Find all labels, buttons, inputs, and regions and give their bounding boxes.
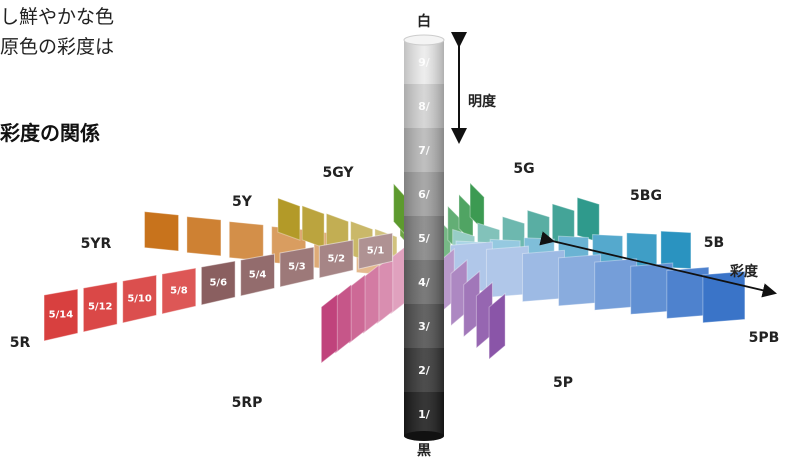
color-chip — [122, 274, 157, 324]
chip-label: 5/10 — [127, 294, 152, 305]
color-chip — [240, 253, 275, 297]
color-chip — [200, 260, 236, 306]
hue-label-5y: 5Y — [232, 194, 253, 210]
color-chip — [660, 230, 692, 270]
color-chip — [144, 211, 180, 252]
color-chip — [43, 288, 79, 342]
color-chip — [279, 246, 315, 288]
color-chip — [358, 232, 393, 270]
cylinder-top — [403, 34, 445, 46]
chip-label: 5/6 — [209, 278, 227, 289]
chip-label: 5/2 — [327, 254, 345, 265]
color-chip — [320, 293, 338, 364]
cylinder-bottom — [404, 431, 444, 441]
lightness-label: 明度 — [468, 93, 497, 110]
cylinder-shading — [404, 40, 444, 436]
chip-label: 5/14 — [49, 310, 74, 321]
hue-label-5p: 5P — [553, 375, 573, 391]
hue-label-5r: 5R — [10, 335, 31, 351]
chip-label: 5/4 — [249, 270, 267, 281]
hue-label-5gy: 5GY — [322, 165, 354, 181]
section-heading: 彩度の関係 — [0, 121, 100, 145]
white-label: 白 — [417, 13, 431, 30]
chip-label: 5/3 — [288, 262, 306, 273]
color-chip — [228, 221, 264, 262]
saturation-arrow — [539, 231, 778, 298]
description-line-2: 原色の彩度は — [0, 36, 115, 58]
color-chip — [488, 292, 506, 361]
hue-label-5yr: 5YR — [81, 236, 112, 252]
color-chip — [186, 216, 222, 257]
hue-label-5bg: 5BG — [630, 188, 662, 204]
color-chip — [318, 239, 354, 279]
chip-label: 5/8 — [170, 286, 188, 297]
hue-label-5rp: 5RP — [232, 395, 263, 411]
hue-arm-5rp — [320, 244, 408, 364]
color-chip — [161, 267, 197, 315]
chip-label: 5/12 — [88, 302, 113, 313]
saturation-label: 彩度 — [729, 263, 759, 280]
hue-arm-5r: 5/14 5/12 5/10 5/8 5/6 5/4 5/3 5/2 5/1 — [43, 232, 393, 342]
value-axis: 9/8/7/6/5/4/3/2/1/ — [403, 34, 445, 441]
hue-label-5g: 5G — [513, 161, 534, 177]
color-chip — [277, 197, 301, 241]
black-label: 黒 — [417, 443, 431, 457]
hue-label-5pb: 5PB — [749, 330, 780, 346]
chip-label: 5/1 — [367, 246, 385, 257]
color-chip — [301, 205, 325, 249]
hue-label-5b: 5B — [704, 235, 724, 251]
color-chip — [82, 281, 118, 333]
description-line-1: し鮮やかな色 — [0, 6, 115, 28]
